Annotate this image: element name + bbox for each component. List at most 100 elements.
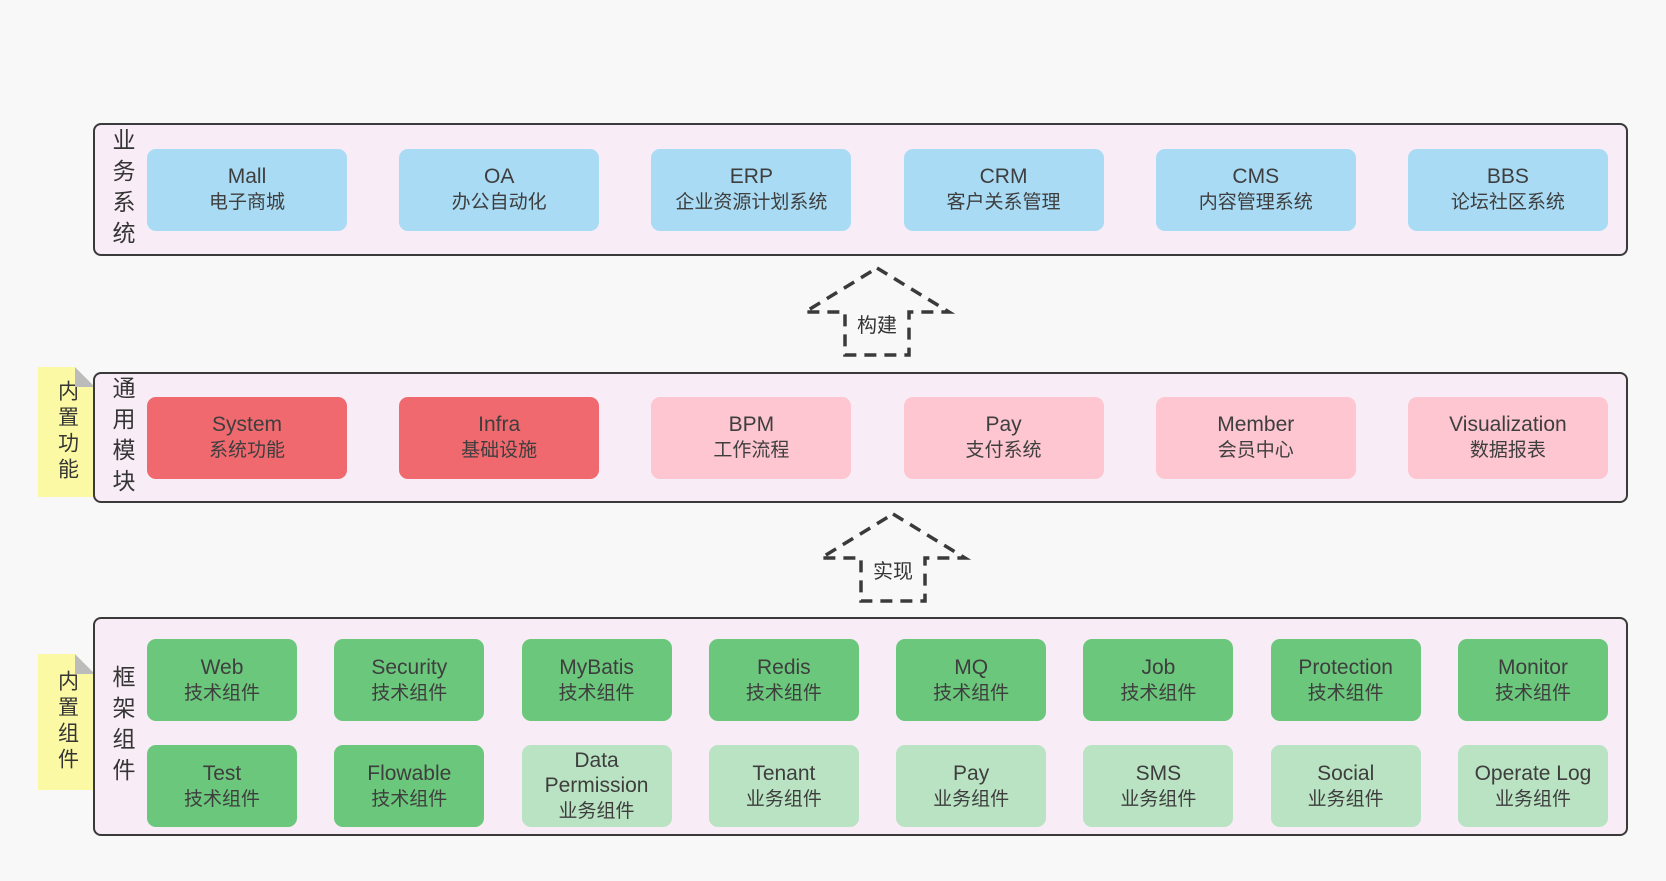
node-title: CRM <box>979 165 1028 188</box>
node-subtitle: 技术组件 <box>183 788 260 810</box>
node-title: Data Permission <box>544 749 649 797</box>
band-label: 业务系统 <box>109 127 135 252</box>
up-arrow-build: 构建 <box>797 264 957 359</box>
sticky-note-label: 内置组件 <box>55 670 79 774</box>
node-tenant: Tenant 业务组件 <box>708 745 859 827</box>
node-subtitle: 电子商城 <box>208 192 285 213</box>
node-security: Security 技术组件 <box>334 639 485 721</box>
node-oa: OA 办公自动化 <box>399 148 600 231</box>
sticky-note-built-in-components: 内置组件 <box>38 654 95 790</box>
node-subtitle: 客户关系管理 <box>946 192 1061 213</box>
node-system: System 系统功能 <box>147 396 347 479</box>
node-subtitle: 系统功能 <box>208 440 285 461</box>
sticky-note-built-in-features: 内置功能 <box>38 367 95 497</box>
band-common-modules: 通用模块 System 系统功能 Infra 基础设施 BPM 工作流程 Pay… <box>93 372 1628 503</box>
node-social: Social 业务组件 <box>1270 745 1421 827</box>
band-label: 框架组件 <box>109 664 135 789</box>
dashed-up-arrow-icon <box>814 511 972 603</box>
node-subtitle: 技术组件 <box>745 682 822 704</box>
node-title: Job <box>1141 655 1176 679</box>
node-title: Operate Log <box>1474 761 1592 785</box>
sticky-note-label: 内置功能 <box>55 380 79 484</box>
node-subtitle: 内容管理系统 <box>1198 192 1313 213</box>
node-title: Test <box>202 761 242 785</box>
band-label: 通用模块 <box>109 375 135 500</box>
arrow-label: 构建 <box>854 308 900 339</box>
node-title: Social <box>1317 761 1375 785</box>
node-flowable: Flowable 技术组件 <box>334 745 485 827</box>
node-subtitle: 技术组件 <box>371 788 448 810</box>
node-subtitle: 技术组件 <box>933 682 1010 704</box>
components-box-row-1: Web 技术组件 Security 技术组件 MyBatis 技术组件 Redi… <box>147 639 1608 721</box>
node-subtitle: 技术组件 <box>558 682 635 704</box>
node-subtitle: 工作流程 <box>713 440 790 461</box>
node-subtitle: 数据报表 <box>1469 440 1546 461</box>
node-subtitle: 业务组件 <box>1120 788 1197 810</box>
node-title: System <box>211 413 282 436</box>
node-title: Visualization <box>1449 413 1567 436</box>
node-title: Member <box>1217 413 1295 436</box>
node-infra: Infra 基础设施 <box>399 396 600 479</box>
node-operate-log: Operate Log 业务组件 <box>1457 745 1608 827</box>
node-title: ERP <box>729 165 773 188</box>
node-title: MyBatis <box>559 655 634 679</box>
node-subtitle: 技术组件 <box>1494 682 1571 704</box>
band-business-systems: 业务系统 Mall 电子商城 OA 办公自动化 ERP 企业资源计划系统 CRM… <box>93 123 1628 256</box>
node-subtitle: 业务组件 <box>933 788 1010 810</box>
node-crm: CRM 客户关系管理 <box>903 148 1104 231</box>
node-subtitle: 业务组件 <box>1494 788 1571 810</box>
node-subtitle: 业务组件 <box>558 801 635 822</box>
node-subtitle: 论坛社区系统 <box>1450 192 1565 213</box>
node-title: BPM <box>728 413 775 436</box>
node-subtitle: 企业资源计划系统 <box>675 192 828 213</box>
node-subtitle: 技术组件 <box>1120 682 1197 704</box>
node-subtitle: 技术组件 <box>1307 682 1384 704</box>
node-bbs: BBS 论坛社区系统 <box>1407 148 1608 231</box>
node-visualization: Visualization 数据报表 <box>1407 396 1608 479</box>
node-mq: MQ 技术组件 <box>896 639 1047 721</box>
node-erp: ERP 企业资源计划系统 <box>651 148 852 231</box>
node-job: Job 技术组件 <box>1083 639 1234 721</box>
arrow-label: 实现 <box>870 554 916 585</box>
node-protection: Protection 技术组件 <box>1270 639 1421 721</box>
node-title: MQ <box>954 655 989 679</box>
node-title: SMS <box>1135 761 1182 785</box>
node-mall: Mall 电子商城 <box>147 148 347 231</box>
node-test: Test 技术组件 <box>147 745 297 827</box>
node-title: Redis <box>756 655 811 679</box>
node-pay-component: Pay 业务组件 <box>896 745 1047 827</box>
node-redis: Redis 技术组件 <box>708 639 859 721</box>
node-title: Web <box>200 655 244 679</box>
node-title: Protection <box>1298 655 1393 679</box>
node-title: Mall <box>227 165 267 188</box>
node-title: BBS <box>1486 165 1529 188</box>
node-title: Monitor <box>1497 655 1568 679</box>
band-framework-components: 框架组件 Web 技术组件 Security 技术组件 MyBatis 技术组件… <box>93 617 1628 836</box>
up-arrow-implement: 实现 <box>813 510 973 605</box>
node-subtitle: 会员中心 <box>1217 440 1294 461</box>
business-box-row: Mall 电子商城 OA 办公自动化 ERP 企业资源计划系统 CRM 客户关系… <box>147 148 1608 231</box>
node-mybatis: MyBatis 技术组件 <box>521 639 672 721</box>
node-subtitle: 办公自动化 <box>451 192 547 213</box>
node-title: CMS <box>1232 165 1280 188</box>
node-web: Web 技术组件 <box>147 639 297 721</box>
node-subtitle: 支付系统 <box>965 440 1042 461</box>
node-bpm: BPM 工作流程 <box>651 396 852 479</box>
node-title: OA <box>484 165 515 188</box>
node-title: Pay <box>985 413 1022 436</box>
node-title: Tenant <box>752 761 816 785</box>
node-title: Flowable <box>367 761 452 785</box>
node-title: Pay <box>953 761 990 785</box>
dashed-up-arrow-icon <box>798 265 956 357</box>
modules-box-row: System 系统功能 Infra 基础设施 BPM 工作流程 Pay 支付系统… <box>147 396 1608 479</box>
node-member: Member 会员中心 <box>1155 396 1356 479</box>
node-subtitle: 业务组件 <box>745 788 822 810</box>
node-title: Infra <box>478 413 521 436</box>
node-data-permission: Data Permission 业务组件 <box>521 745 672 827</box>
node-subtitle: 基础设施 <box>461 440 538 461</box>
node-monitor: Monitor 技术组件 <box>1457 639 1608 721</box>
node-title: Security <box>371 655 448 679</box>
node-subtitle: 技术组件 <box>183 682 260 704</box>
node-subtitle: 业务组件 <box>1307 788 1384 810</box>
node-sms: SMS 业务组件 <box>1083 745 1234 827</box>
